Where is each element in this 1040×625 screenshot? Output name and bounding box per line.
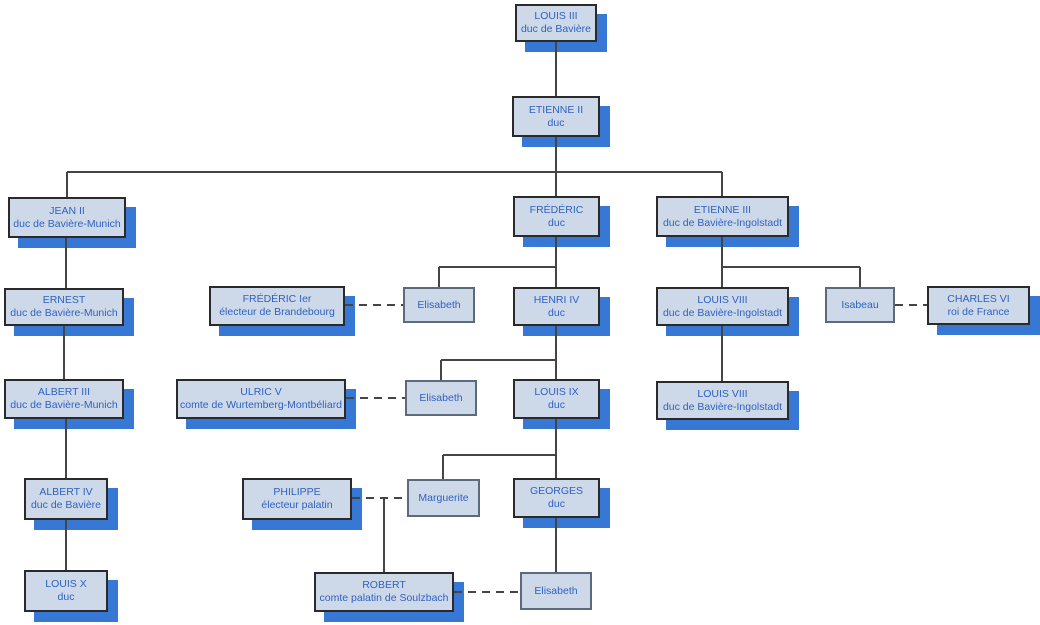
node-subtitle: duc	[57, 591, 75, 603]
node-subtitle: roi de France	[947, 305, 1010, 318]
node-georges: GEORGES duc	[513, 478, 600, 518]
node-name: LOUIS X	[45, 578, 87, 590]
node-ernest: ERNEST duc de Bavière-Munich	[4, 288, 124, 326]
node-subtitle: duc	[547, 116, 565, 129]
node-louis-viii-a: LOUIS VIII duc de Bavière-Ingolstadt	[656, 287, 789, 326]
node-elisabeth-3: Elisabeth	[520, 572, 592, 610]
node-name: Elisabeth	[534, 584, 578, 597]
node-subtitle: duc	[548, 306, 565, 319]
node-name: ALBERT III	[37, 386, 91, 398]
node-albert-iii: ALBERT III duc de Bavière-Munich	[4, 379, 124, 419]
node-subtitle: duc de Bavière-Ingolstadt	[662, 216, 783, 229]
node-louis-ix: LOUIS IX duc	[513, 379, 600, 419]
node-subtitle: duc	[548, 399, 565, 411]
node-name: LOUIS VIII	[697, 387, 748, 400]
node-subtitle: comte de Wurtemberg-Montbéliard	[179, 399, 343, 411]
node-louis-viii-b: LOUIS VIII duc de Bavière-Ingolstadt	[656, 381, 789, 420]
node-subtitle: duc de Bavière-Munich	[13, 217, 121, 230]
node-albert-iv: ALBERT IV duc de Bavière	[24, 478, 108, 520]
node-etienne-iii: ETIENNE III duc de Bavière-Ingolstadt	[656, 196, 789, 237]
node-name: LOUIS IX	[534, 386, 579, 398]
node-name: ETIENNE III	[693, 203, 752, 216]
node-subtitle: duc	[548, 216, 565, 229]
node-name: JEAN II	[49, 204, 85, 217]
node-subtitle: électeur palatin	[261, 499, 333, 511]
node-name: ALBERT IV	[39, 486, 93, 498]
node-jean-ii: JEAN II duc de Bavière-Munich	[8, 197, 126, 238]
node-name: ERNEST	[42, 294, 86, 306]
node-name: LOUIS III	[534, 10, 578, 22]
node-charles-vi: CHARLES VI roi de France	[927, 286, 1030, 325]
node-subtitle: duc	[548, 498, 565, 510]
node-name: CHARLES VI	[947, 292, 1010, 305]
node-name: Elisabeth	[417, 298, 461, 311]
node-etienne-ii: ETIENNE II duc	[512, 96, 600, 137]
node-subtitle: duc de Bavière-Munich	[10, 399, 118, 411]
node-name: Elisabeth	[419, 391, 463, 404]
node-name: PHILIPPE	[273, 486, 321, 498]
node-name: ETIENNE II	[528, 103, 584, 116]
node-name: GEORGES	[529, 485, 584, 497]
node-name: ULRIC V	[240, 386, 282, 398]
node-isabeau: Isabeau	[825, 287, 895, 323]
node-marguerite: Marguerite	[407, 479, 480, 517]
node-elisabeth-2: Elisabeth	[405, 380, 477, 416]
node-elisabeth-1: Elisabeth	[403, 287, 475, 323]
node-robert: ROBERT comte palatin de Soulzbach	[314, 572, 454, 612]
node-louis-iii: LOUIS III duc de Bavière	[515, 4, 597, 42]
node-subtitle: électeur de Brandebourg	[219, 306, 335, 318]
node-subtitle: duc de Bavière-Munich	[10, 307, 118, 319]
node-louis-x: LOUIS X duc	[24, 570, 108, 612]
node-subtitle: duc de Bavière	[30, 499, 102, 511]
node-frederic: FRÉDÉRIC duc	[513, 196, 600, 237]
node-henri-iv: HENRI IV duc	[513, 287, 600, 326]
node-ulric-v: ULRIC V comte de Wurtemberg-Montbéliard	[176, 379, 346, 419]
node-name: ROBERT	[362, 579, 406, 591]
node-name: HENRI IV	[533, 293, 580, 306]
node-name: Isabeau	[841, 298, 879, 311]
node-frederic-ier: FRÉDÉRIC Ier électeur de Brandebourg	[209, 286, 345, 326]
node-name: FRÉDÉRIC Ier	[242, 293, 312, 305]
node-subtitle: duc de Bavière-Ingolstadt	[662, 306, 783, 319]
node-name: Marguerite	[418, 491, 469, 504]
node-philippe: PHILIPPE électeur palatin	[242, 478, 352, 520]
node-subtitle: duc de Bavière-Ingolstadt	[662, 400, 783, 413]
node-subtitle: duc de Bavière	[520, 23, 592, 35]
node-name: LOUIS VIII	[697, 293, 748, 306]
node-subtitle: comte palatin de Soulzbach	[319, 592, 449, 604]
node-name: FRÉDÉRIC	[529, 203, 584, 216]
